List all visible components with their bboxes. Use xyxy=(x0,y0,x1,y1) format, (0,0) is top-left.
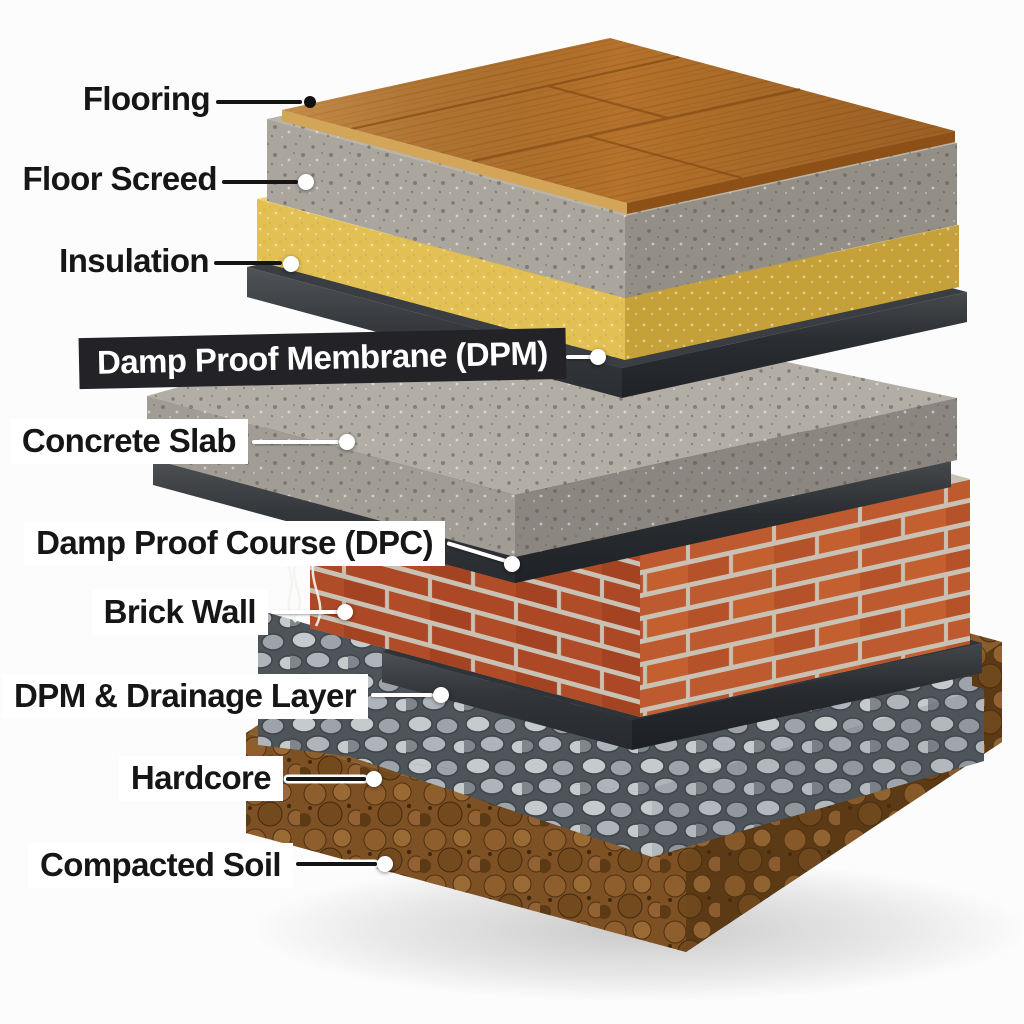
gravel-spill xyxy=(258,610,972,792)
leader-dot-concrete-slab xyxy=(339,434,355,450)
label-flooring: Flooring xyxy=(82,80,211,117)
layer-flooring xyxy=(282,38,955,214)
leader-dot-compacted-soil xyxy=(377,856,393,872)
leader-line-concrete-slab xyxy=(252,440,339,444)
leader-dot-hardcore xyxy=(366,771,382,787)
leader-line-dpm xyxy=(566,355,592,359)
leader-line-hardcore xyxy=(286,777,366,781)
leader-line-flooring xyxy=(216,100,302,104)
leader-line-brick-wall xyxy=(271,610,338,614)
label-dpm-drainage: DPM & Drainage Layer xyxy=(2,674,368,719)
leader-dot-dpm-drainage xyxy=(433,687,449,703)
leader-dot-flooring xyxy=(304,96,316,108)
leader-dot-dpc xyxy=(504,556,520,572)
label-dpc: Damp Proof Course (DPC) xyxy=(24,521,445,566)
label-compacted-soil: Compacted Soil xyxy=(28,843,293,888)
label-insulation: Insulation xyxy=(59,242,209,279)
label-floor-screed: Floor Screed xyxy=(22,160,217,197)
leader-line-floor-screed xyxy=(222,180,298,184)
leader-line-dpm-drainage xyxy=(371,693,433,697)
leader-dot-dpm xyxy=(590,349,606,365)
leader-line-compacted-soil xyxy=(296,862,377,866)
label-dpm-banner: Damp Proof Membrane (DPM) xyxy=(78,327,567,390)
leader-line-insulation xyxy=(214,261,282,265)
leader-dot-brick-wall xyxy=(337,604,353,620)
label-concrete-slab: Concrete Slab xyxy=(9,419,248,464)
plank-seams xyxy=(350,55,801,180)
leader-dot-floor-screed xyxy=(298,174,314,190)
leader-dot-insulation xyxy=(283,256,299,272)
label-brick-wall: Brick Wall xyxy=(91,590,268,635)
label-hardcore: Hardcore xyxy=(118,756,283,801)
